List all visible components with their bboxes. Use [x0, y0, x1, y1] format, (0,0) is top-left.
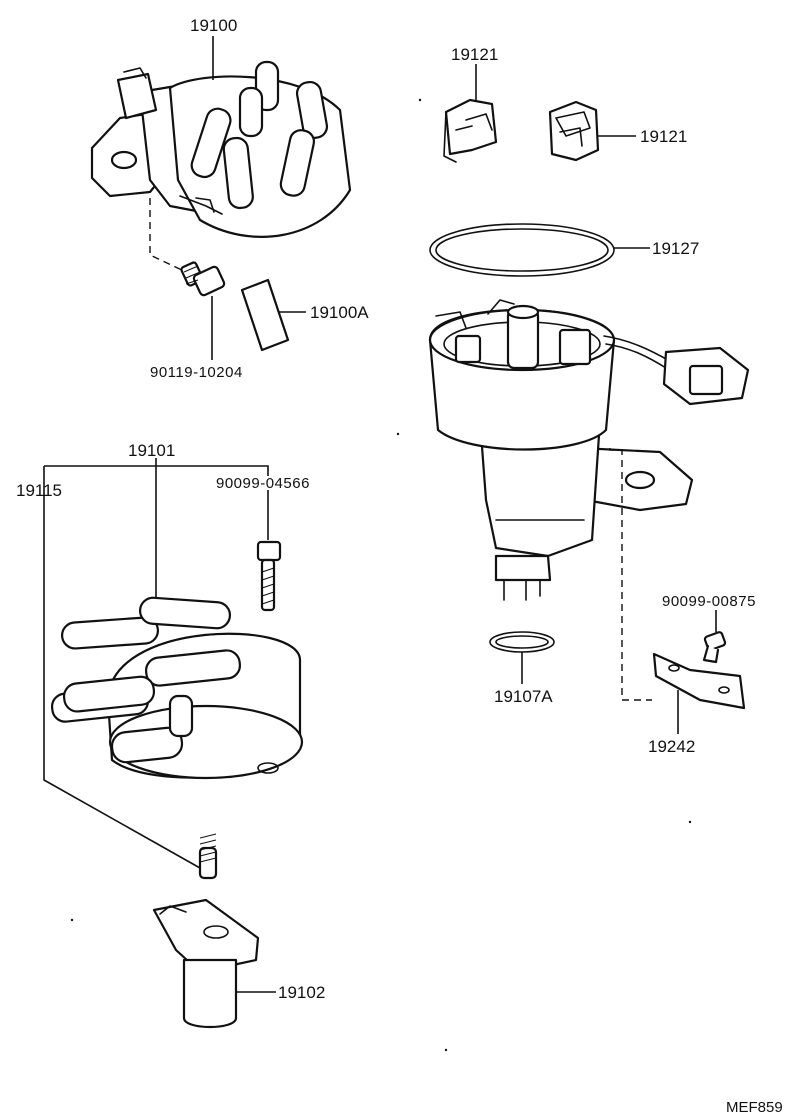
bracket-drawing: [652, 652, 746, 710]
distributor-housing-drawing: [428, 299, 750, 601]
label-19242: 19242: [648, 737, 695, 756]
o-ring-small-drawing: [489, 631, 555, 653]
label-19121-a: 19121: [451, 45, 498, 64]
label-90119-10204: 90119-10204: [150, 364, 243, 381]
label-90099-00875: 90099-00875: [662, 593, 756, 610]
label-19127: 19127: [652, 239, 699, 258]
label-19107A: 19107A: [494, 687, 553, 706]
label-19100: 19100: [190, 16, 237, 35]
clip-right-drawing: [548, 100, 600, 162]
diagram-code: MEF859: [726, 1099, 783, 1116]
clip-left-drawing: [443, 98, 498, 163]
label-19115: 19115: [16, 481, 62, 500]
leader-dashed-flange-bolt: [149, 198, 187, 273]
screw-drawing: [702, 631, 727, 664]
rotor-drawing: [152, 898, 260, 1028]
label-19102: 19102: [278, 983, 325, 1002]
label-19100A: 19100A: [310, 303, 369, 322]
bracket-19101: [44, 465, 269, 476]
label-tag-drawing: [240, 278, 290, 352]
cap-screw-drawing: [256, 540, 282, 612]
o-ring-large-drawing: [429, 223, 615, 277]
distributor-cap-drawing: [50, 596, 304, 780]
leader-dashed-housing-bracket: [609, 448, 652, 701]
distributor-assembly-drawing: [90, 60, 352, 238]
bolt-drawing: [180, 261, 226, 297]
label-19101: 19101: [128, 441, 175, 460]
label-90099-04566: 90099-04566: [216, 475, 310, 492]
leader-19115: [43, 466, 201, 869]
spring-drawing: [198, 833, 218, 880]
label-19121-b: 19121: [640, 127, 687, 146]
